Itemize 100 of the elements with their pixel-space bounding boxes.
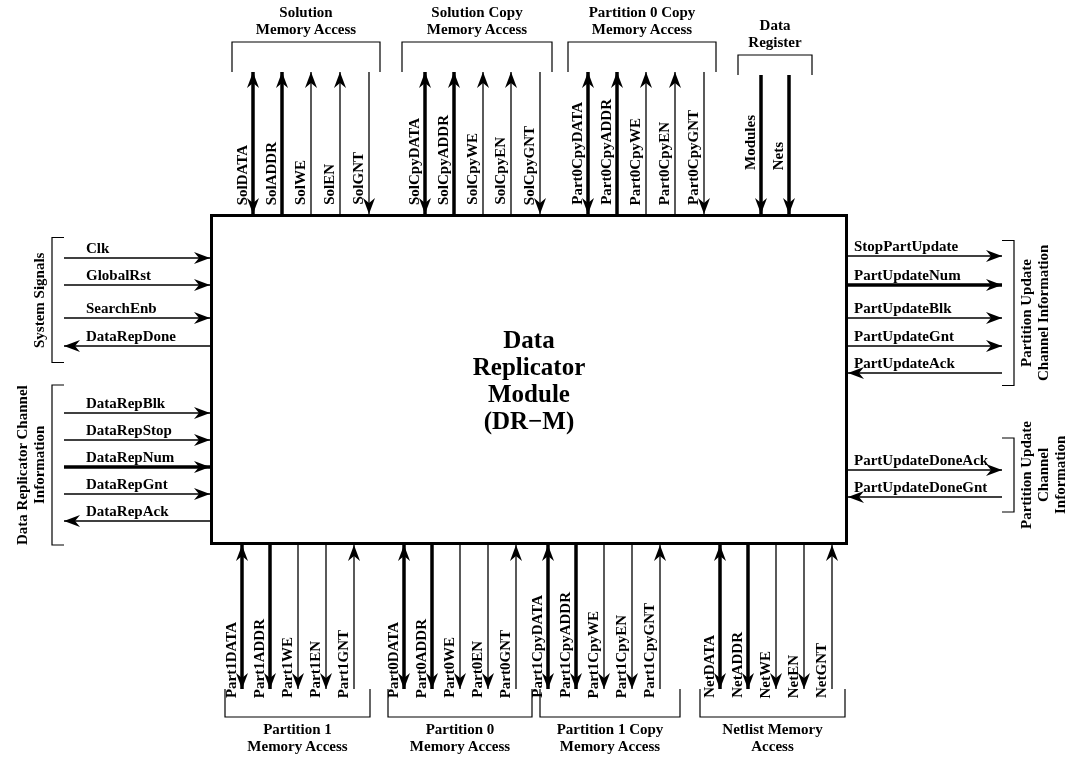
signal-arrow	[247, 72, 259, 214]
signal-label: Part0ADDR	[414, 618, 429, 698]
signal-arrow	[63, 312, 211, 324]
signal-arrow	[363, 71, 375, 215]
signal-arrow	[669, 71, 681, 215]
signal-label: Part1DATA	[224, 621, 239, 698]
signal-arrow	[63, 488, 211, 500]
signal-label: Part1CpyDATA	[530, 595, 545, 698]
signal-arrow	[755, 75, 767, 214]
signal-label: NetDATA	[702, 635, 717, 698]
signal-label: SolCpyADDR	[436, 115, 451, 205]
signal-label: Part0GNT	[498, 629, 513, 698]
signal-arrow	[847, 250, 1003, 262]
group-title: Partition Update Channel Information	[1018, 243, 1052, 383]
signal-arrow	[698, 71, 710, 215]
signal-arrow	[640, 71, 652, 215]
signal-arrow	[598, 544, 610, 690]
signal-label: Part1CpyGNT	[642, 603, 657, 698]
signal-label: Part1CpyADDR	[558, 592, 573, 698]
signal-label: NetEN	[786, 654, 801, 698]
signal-arrow	[63, 434, 211, 446]
signal-arrow	[426, 545, 438, 689]
group-title: Partition 0 Memory Access	[408, 721, 512, 755]
signal-label: SearchEnb	[86, 300, 157, 316]
signal-label: Part0CpyWE	[628, 117, 643, 205]
signal-label: Part1CpyEN	[614, 614, 629, 698]
signal-label: Part0WE	[442, 637, 457, 698]
signal-label: Part1ADDR	[252, 618, 267, 698]
signal-label: Part1WE	[280, 637, 295, 698]
signal-label: DataRepAck	[86, 503, 169, 519]
signal-arrow	[582, 72, 594, 214]
signal-arrow	[292, 544, 304, 690]
group-title: Partition 0 Copy Memory Access	[587, 4, 697, 38]
signal-arrow	[63, 279, 211, 291]
signal-arrow	[454, 544, 466, 690]
signal-label: NetADDR	[730, 632, 745, 698]
signal-arrow	[276, 72, 288, 214]
signal-arrow	[63, 252, 211, 264]
signal-label: PartUpdateAck	[854, 355, 955, 371]
signal-label: PartUpdateGnt	[854, 328, 954, 344]
signal-arrow	[654, 544, 666, 690]
signal-label: Modules	[743, 115, 758, 170]
signal-arrow	[847, 491, 1003, 503]
signal-label: PartUpdateDoneGnt	[854, 479, 988, 495]
signal-arrow	[848, 279, 1002, 291]
signal-arrow	[63, 407, 211, 419]
module-block	[210, 214, 848, 545]
signal-arrow	[64, 461, 210, 473]
signal-label: SolCpyGNT	[522, 125, 537, 205]
module-title: Data Replicator Module (DR−M)	[471, 325, 587, 434]
signal-label: DataRepStop	[86, 422, 172, 438]
signal-label: Part0CpyADDR	[599, 99, 614, 205]
signal-arrow	[448, 72, 460, 214]
signal-arrow	[847, 312, 1003, 324]
signal-label: PartUpdateNum	[854, 267, 961, 283]
signal-arrow	[320, 544, 332, 690]
signal-arrow	[419, 72, 431, 214]
signal-arrow	[534, 71, 546, 215]
signal-arrow	[348, 544, 360, 690]
signal-arrow	[505, 71, 517, 215]
signal-arrow	[847, 367, 1003, 379]
signal-arrow	[847, 464, 1003, 476]
signal-arrow	[611, 72, 623, 214]
signal-label: PartUpdateBlk	[854, 300, 952, 316]
signal-label: SolEN	[322, 164, 337, 205]
signal-label: Nets	[771, 141, 786, 170]
signal-arrow	[847, 340, 1003, 352]
signal-label: DataRepDone	[86, 328, 176, 344]
signal-arrow	[798, 544, 810, 690]
signal-label: Part0EN	[470, 641, 485, 698]
group-title: Solution Copy Memory Access	[425, 4, 529, 38]
signal-arrow	[626, 544, 638, 690]
signal-label: SolCpyEN	[493, 137, 508, 205]
group-title: Data Register	[747, 17, 803, 51]
signal-label: Part1CpyWE	[586, 610, 601, 698]
signal-arrow	[770, 544, 782, 690]
signal-label: DataRepBlk	[86, 395, 166, 411]
signal-label: Part0CpyEN	[657, 121, 672, 205]
signal-arrow	[510, 544, 522, 690]
signal-arrow	[63, 340, 211, 352]
signal-label: NetWE	[758, 650, 773, 698]
signal-arrow	[477, 71, 489, 215]
signal-label: GlobalRst	[86, 267, 151, 283]
signal-label: Part1EN	[308, 641, 323, 698]
group-title: Partition 1 Copy Memory Access	[555, 721, 665, 755]
signal-arrow	[714, 545, 726, 689]
signal-label: StopPartUpdate	[854, 238, 959, 254]
signal-arrow	[398, 545, 410, 689]
signal-label: SolCpyWE	[465, 133, 480, 205]
signal-label: SolCpyDATA	[407, 118, 422, 205]
signal-arrow	[305, 71, 317, 215]
signal-arrow	[334, 71, 346, 215]
signal-label: SolGNT	[351, 152, 366, 205]
signal-label: Part0DATA	[386, 621, 401, 698]
signal-arrow	[264, 545, 276, 689]
signal-arrow	[826, 544, 838, 690]
signal-arrow	[236, 545, 248, 689]
signal-arrow	[482, 544, 494, 690]
signal-label: Part0CpyGNT	[686, 110, 701, 205]
group-title: Solution Memory Access	[254, 4, 358, 38]
